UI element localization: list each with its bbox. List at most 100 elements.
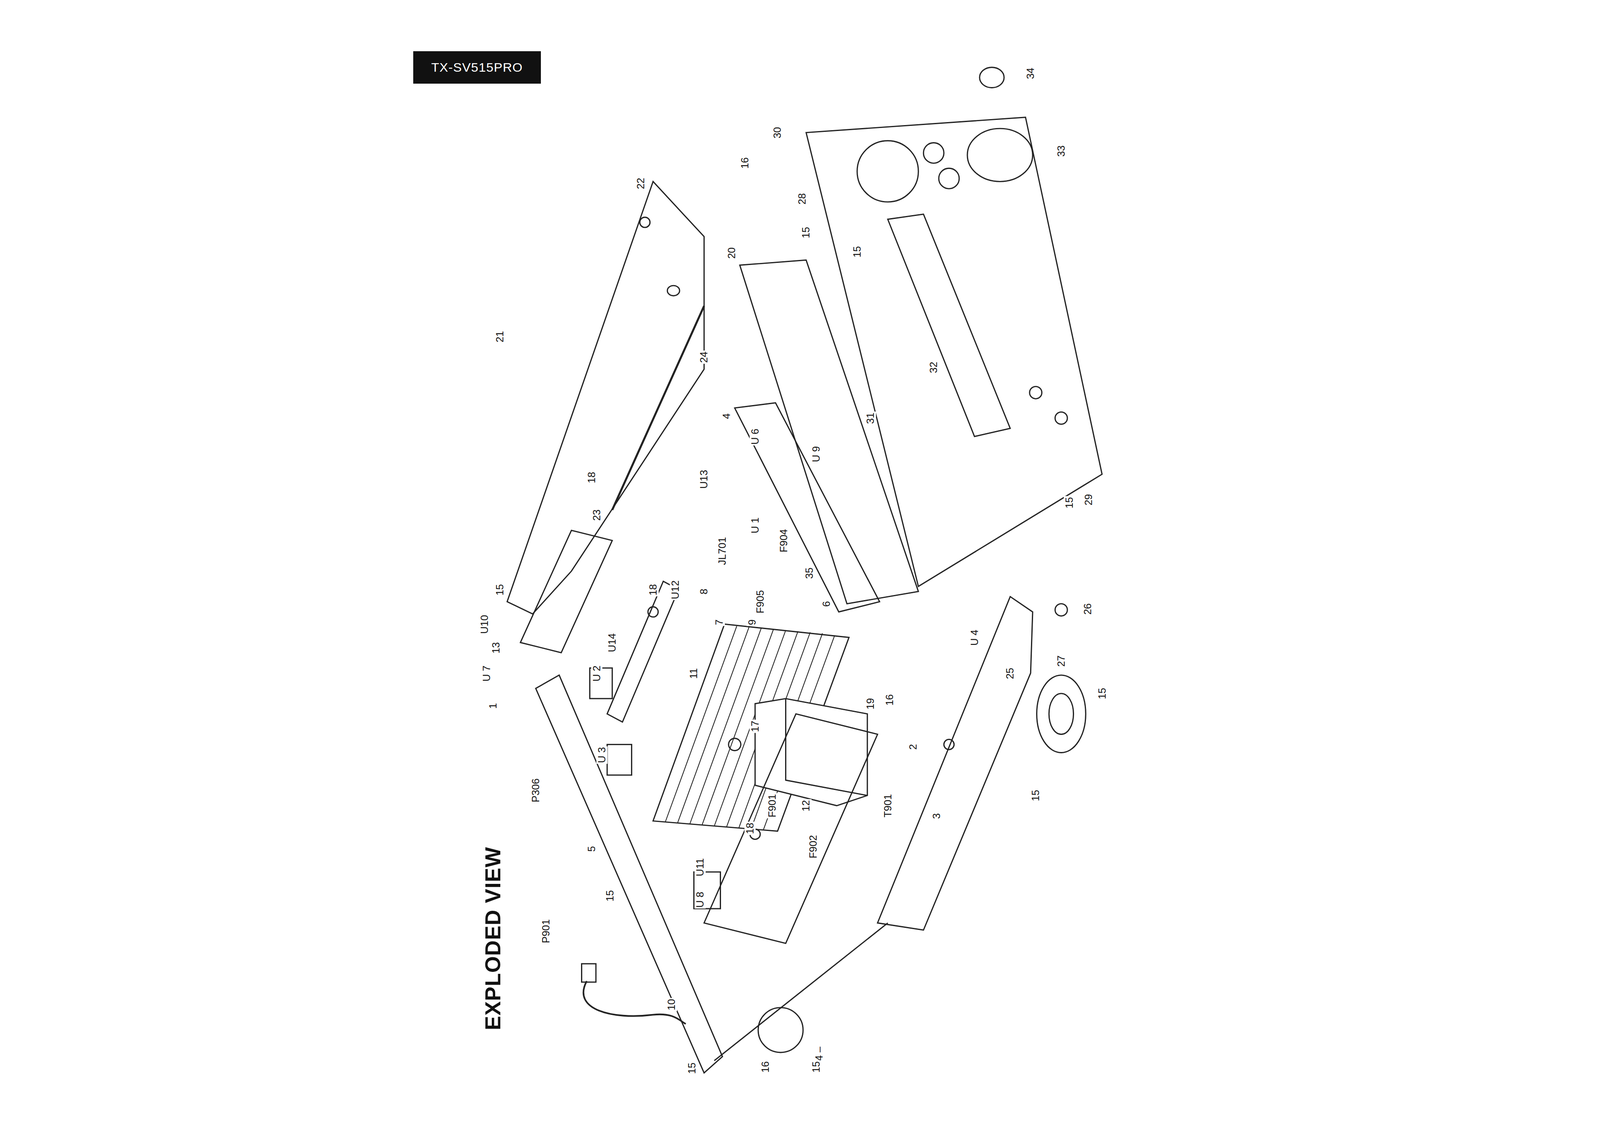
callout-number: 29 bbox=[1083, 493, 1095, 507]
callout-number: 10 bbox=[665, 998, 678, 1012]
screw-hole bbox=[667, 285, 680, 296]
callout-number: P901 bbox=[540, 918, 552, 945]
callout-number: 24 bbox=[698, 350, 710, 364]
callout-number: 9 bbox=[746, 618, 758, 626]
callout-number: 11 bbox=[688, 667, 700, 680]
callout-number: 15 bbox=[1030, 789, 1042, 803]
chassis-edge bbox=[714, 923, 888, 1062]
callout-number: 23 bbox=[591, 508, 603, 523]
callout-number: 35 bbox=[803, 566, 815, 581]
callout-number: U 6 bbox=[749, 427, 761, 446]
callout-number: F901 bbox=[766, 793, 778, 819]
callout-number: 34 bbox=[1024, 67, 1037, 81]
plug bbox=[581, 963, 596, 983]
rear-panel bbox=[535, 675, 723, 1074]
callout-number: 19 bbox=[864, 697, 876, 711]
model-badge: TX-SV515PRO bbox=[413, 51, 541, 84]
callout-number: 32 bbox=[928, 360, 940, 374]
callout-number: 17 bbox=[749, 720, 761, 734]
callout-number: 33 bbox=[1055, 144, 1067, 158]
callout-number: 18 bbox=[586, 470, 598, 485]
callout-number: 4 bbox=[721, 412, 733, 421]
callout-number: U14 bbox=[606, 632, 618, 654]
callout-number: U 2 bbox=[591, 664, 603, 683]
callout-number: 21 bbox=[494, 329, 506, 344]
main-pcb bbox=[703, 714, 878, 944]
callout-number: 25 bbox=[1004, 666, 1016, 681]
callout-number: U11 bbox=[694, 857, 706, 878]
callout-number: 12 bbox=[800, 799, 812, 813]
callout-number: F902 bbox=[807, 834, 819, 860]
callout-number: 28 bbox=[796, 192, 808, 206]
callout-number: U13 bbox=[698, 469, 710, 490]
power-cord bbox=[583, 981, 687, 1025]
callout-number: 16 bbox=[759, 1060, 771, 1075]
callout-number: F905 bbox=[754, 589, 766, 615]
jack bbox=[938, 168, 960, 189]
callout-number: 20 bbox=[726, 246, 738, 260]
button bbox=[1029, 386, 1043, 400]
socket bbox=[693, 872, 721, 909]
callout-number: 30 bbox=[771, 125, 783, 140]
callout-number: 15 bbox=[1063, 496, 1075, 510]
transformer-edge bbox=[785, 698, 868, 796]
callout-number: U 4 bbox=[969, 628, 981, 647]
callout-number: 6 bbox=[820, 600, 833, 608]
callout-number: 5 bbox=[586, 845, 598, 853]
callout-number: JL701 bbox=[716, 536, 728, 566]
callout-number: 18 bbox=[744, 822, 756, 836]
front-pcb bbox=[734, 402, 880, 613]
callout-number: U 9 bbox=[810, 445, 822, 463]
cover-vent bbox=[612, 306, 704, 511]
callout-number: T901 bbox=[882, 793, 894, 819]
foot bbox=[1036, 675, 1087, 754]
callout-number: 26 bbox=[1082, 602, 1094, 617]
callout-number: U 7 bbox=[481, 664, 493, 683]
callout-number: U10 bbox=[478, 614, 491, 635]
pcb-strip bbox=[607, 581, 679, 723]
fan-hole bbox=[758, 1007, 803, 1053]
callout-number: 15 bbox=[800, 226, 812, 240]
jack bbox=[923, 143, 944, 164]
callout-number: 16 bbox=[884, 693, 896, 707]
callout-number: 22 bbox=[635, 177, 647, 191]
callout-number: U 3 bbox=[596, 746, 608, 764]
volume-knob bbox=[967, 128, 1033, 182]
callout-number: 13 bbox=[490, 641, 502, 655]
callout-number: 2 bbox=[907, 743, 919, 751]
callout-number: 15 bbox=[494, 583, 506, 597]
callout-number: 15 bbox=[851, 245, 863, 259]
callout-number: P306 bbox=[530, 777, 542, 804]
callout-number: 31 bbox=[864, 411, 876, 426]
callout-number: F904 bbox=[778, 528, 790, 554]
callout-number: 7 bbox=[713, 618, 725, 626]
callout-number: 1 bbox=[487, 702, 499, 710]
socket bbox=[607, 744, 632, 776]
callout-number: 15 bbox=[1096, 687, 1108, 701]
foot-inner bbox=[1048, 693, 1074, 735]
screws bbox=[639, 217, 1068, 840]
callout-number: 8 bbox=[698, 588, 710, 596]
small-knob bbox=[979, 67, 1005, 88]
transformer bbox=[755, 698, 868, 806]
callout-number: 15 bbox=[810, 1060, 822, 1075]
callout-number: U12 bbox=[669, 579, 681, 601]
display-window bbox=[887, 214, 1011, 437]
callout-number: 3 bbox=[931, 812, 943, 821]
model-name: TX-SV515PRO bbox=[431, 60, 523, 75]
callout-number: 18 bbox=[647, 583, 659, 597]
callout-number: 15 bbox=[686, 1061, 698, 1075]
panel-opening bbox=[857, 140, 919, 202]
page-title: EXPLODED VIEW bbox=[480, 846, 506, 1031]
callout-number: 16 bbox=[739, 156, 751, 170]
callout-number: U 1 bbox=[749, 516, 761, 535]
callout-number: 15 bbox=[604, 889, 616, 903]
callout-number: 27 bbox=[1055, 654, 1067, 669]
button bbox=[1055, 411, 1068, 425]
top-cover bbox=[507, 181, 704, 614]
pcb bbox=[520, 530, 613, 654]
callout-number: U 8 bbox=[694, 891, 706, 909]
chassis-bottom bbox=[877, 596, 1033, 931]
front-panel bbox=[805, 117, 1102, 587]
